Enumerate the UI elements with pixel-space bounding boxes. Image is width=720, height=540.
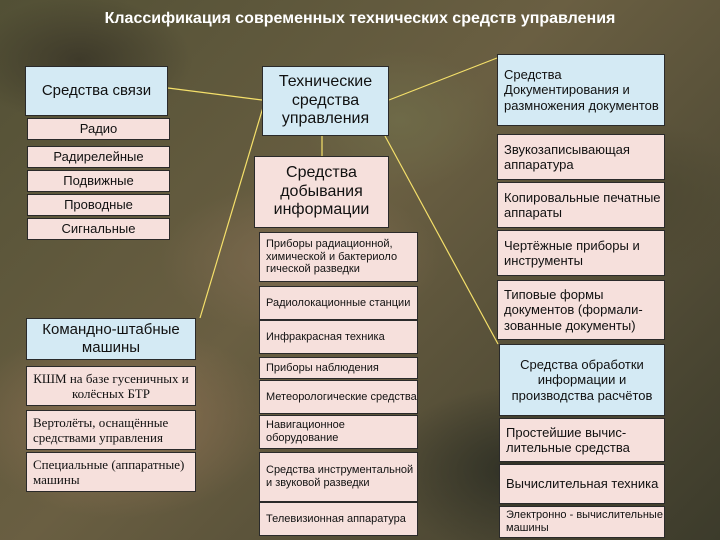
vehicle-item-kshm: КШМ на базе гусеничных и колёсных БТР — [26, 366, 196, 406]
comm-item-wired: Проводные — [27, 194, 170, 216]
diagram-title: Классификация современных технических ср… — [104, 10, 616, 27]
doc-item-drawing: Чертёжные приборы и инструменты — [497, 230, 665, 276]
gathering-item-infrared: Инфракрасная техника — [259, 320, 418, 354]
gathering-item-tv: Телевизионная аппаратура — [259, 502, 418, 536]
command-staff-vehicles-box: Командно-штабные машины — [26, 318, 196, 360]
gathering-item-observation: Приборы наблюдения — [259, 357, 418, 379]
proc-item-computers: Электронно - вычислительные машины — [499, 506, 665, 538]
doc-item-standard-forms: Типовые формы документов (формали-зованн… — [497, 280, 665, 340]
proc-item-simple: Простейшие вычис-лительные средства — [499, 418, 665, 462]
gathering-item-sound-recon: Средства инструментальной и звуковой раз… — [259, 452, 418, 502]
documentation-means-box: Средства Документирования и размножения … — [497, 54, 665, 126]
doc-item-sound-recording: Звукозаписывающая аппаратура — [497, 134, 665, 180]
comm-item-radio: Радио — [27, 118, 170, 140]
comm-item-signal: Сигнальные — [27, 218, 170, 240]
comm-item-radiorelay: Радирелейные — [27, 146, 170, 168]
vehicle-item-special: Специальные (аппаратные) машины — [26, 452, 196, 492]
comm-item-mobile: Подвижные — [27, 170, 170, 192]
information-processing-box: Средства обработки информации и производ… — [499, 344, 665, 416]
gathering-item-navigation: Навигационное оборудование — [259, 415, 418, 449]
gathering-item-rchb: Приборы радиационной, химической и бакте… — [259, 232, 418, 282]
information-gathering-box: Средства добывания информации — [254, 156, 389, 228]
communication-means-box: Средства связи — [25, 66, 168, 116]
proc-item-computing: Вычислительная техника — [499, 464, 665, 504]
doc-item-copying: Копировальные печатные аппараты — [497, 182, 665, 228]
vehicle-item-helicopters: Вертолёты, оснащённые средствами управле… — [26, 410, 196, 450]
gathering-item-meteo: Метеорологические средства — [259, 380, 418, 414]
gathering-item-radar: Радиолокационные станции — [259, 286, 418, 320]
technical-means-box: Технические средства управления — [262, 66, 389, 136]
